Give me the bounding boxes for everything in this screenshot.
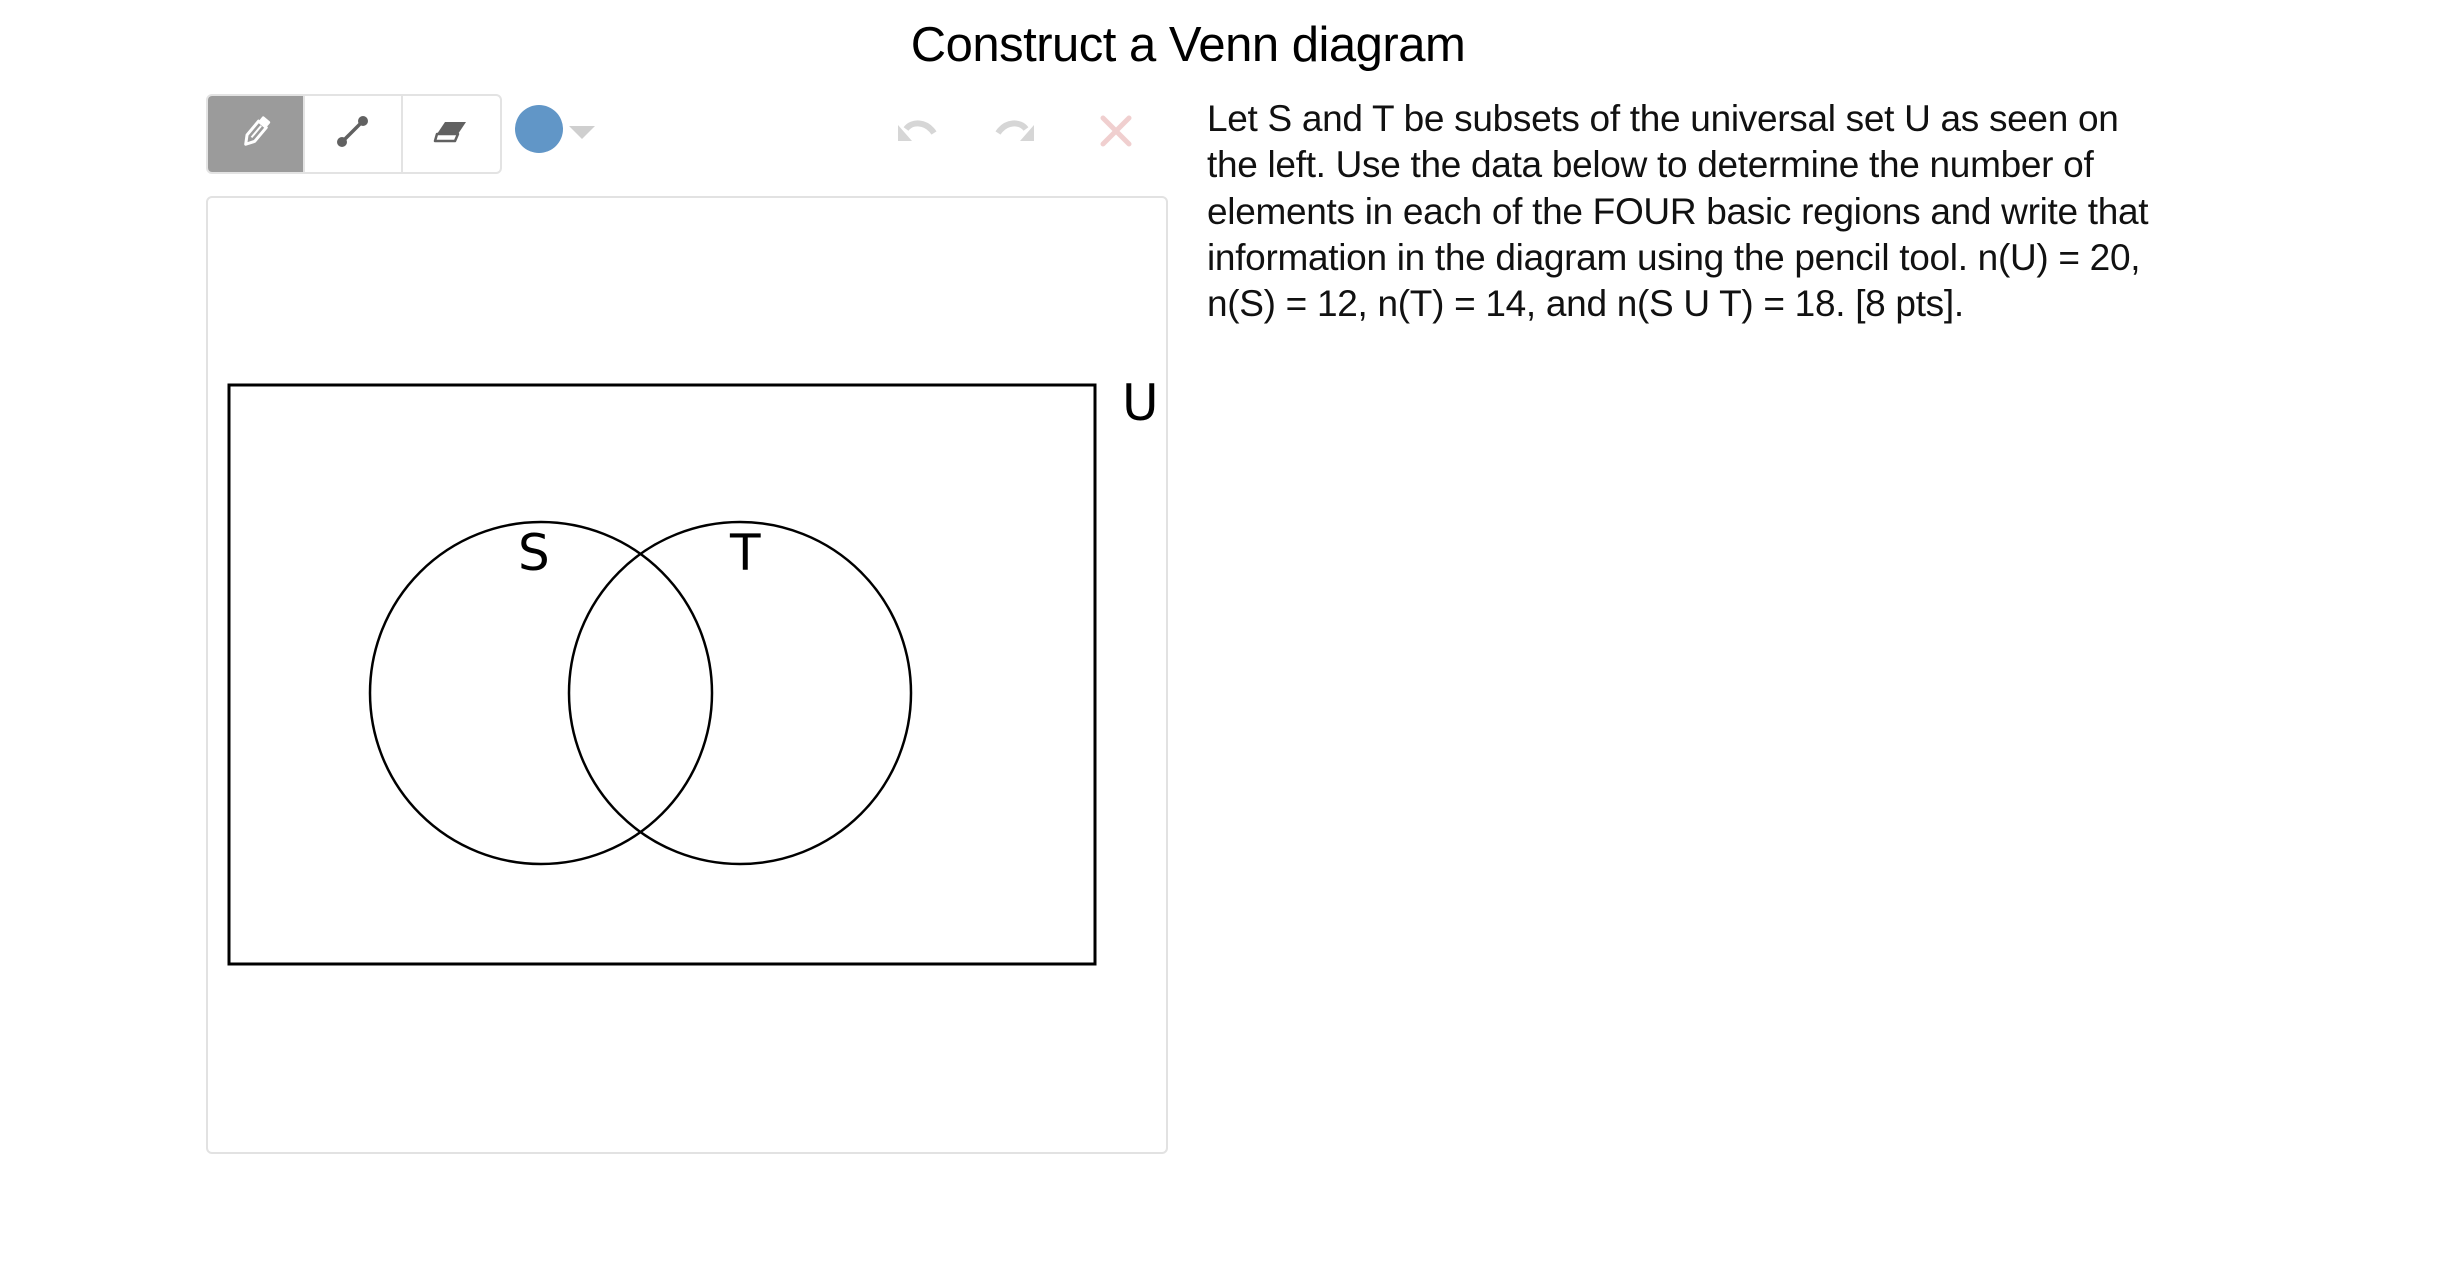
color-swatch [515,105,563,153]
eraser-icon [431,112,471,157]
color-picker[interactable] [515,104,605,154]
line-segment-icon [333,112,373,157]
venn-diagram [227,383,1097,966]
pencil-icon [236,112,276,157]
drawing-toolbar [206,94,502,174]
drawing-canvas[interactable]: U S T [206,196,1168,1154]
clear-button[interactable] [1091,110,1141,156]
undo-icon [894,115,938,152]
chevron-down-icon [569,125,595,139]
set-t-label: T [730,524,761,582]
eraser-tool-button[interactable] [403,96,500,172]
redo-icon [994,115,1038,152]
set-s-label: S [518,524,550,582]
redo-button[interactable] [991,110,1041,156]
question-prompt: Let S and T be subsets of the universal … [1207,98,2149,325]
line-tool-button[interactable] [305,96,403,172]
universal-set-rectangle [227,383,1097,966]
set-t-circle [567,520,913,866]
pencil-tool-button[interactable] [208,96,306,172]
close-icon [1098,113,1134,154]
page-title: Construct a Venn diagram [910,18,1466,72]
universal-set-label: U [1122,374,1159,432]
set-s-circle [368,520,714,866]
undo-button[interactable] [891,110,941,156]
